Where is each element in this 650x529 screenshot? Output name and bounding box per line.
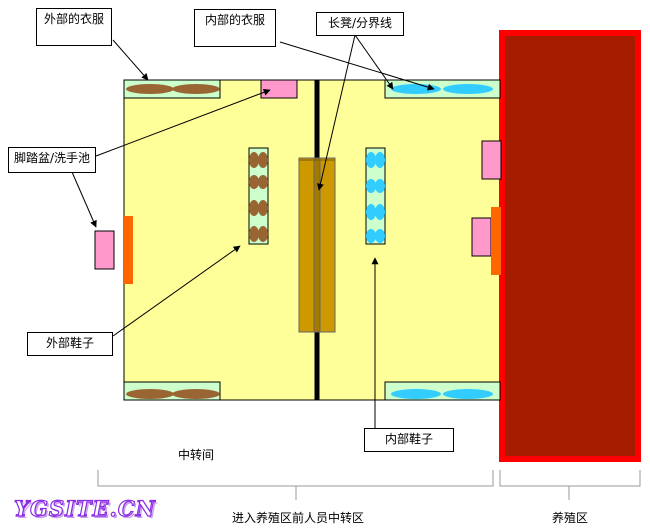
label-basin: 脚踏盆/洗手池: [8, 147, 96, 173]
bench: [298, 157, 336, 333]
basin-right-lower: [471, 217, 492, 257]
zone-brackets: [97, 470, 641, 500]
outer-clothes-rack-bottom: [123, 381, 221, 401]
entrance-door: [124, 216, 133, 284]
label-outer-shoes: 外部鞋子: [27, 332, 113, 356]
basin-right-upper: [481, 140, 502, 180]
inner-clothes-rack-top: [384, 79, 501, 99]
outer-clothes-rack-top: [123, 79, 221, 99]
breeding-door: [491, 207, 501, 275]
label-inner-shoes: 内部鞋子: [364, 428, 454, 452]
watermark-logo: YGSITE.CN: [13, 495, 156, 521]
leader-lines: [71, 34, 435, 428]
zone-transfer-room: 中转间: [178, 448, 215, 462]
inner-clothes-rack-bottom: [384, 381, 501, 401]
label-inner-clothes: 内部的衣服: [194, 9, 276, 47]
breeding-area: [499, 30, 641, 462]
basin-outside: [94, 230, 115, 270]
zone-breeding-area: 养殖区: [552, 511, 589, 525]
label-outer-clothes: 外部的衣服: [36, 8, 112, 46]
zone-pre-entry-area: 进入养殖区前人员中转区: [232, 511, 365, 525]
outer-shoe-rack: [248, 147, 269, 245]
label-bench-divider: 长凳/分界线: [316, 12, 404, 36]
basin-top: [260, 79, 298, 99]
inner-shoe-rack: [365, 147, 386, 245]
